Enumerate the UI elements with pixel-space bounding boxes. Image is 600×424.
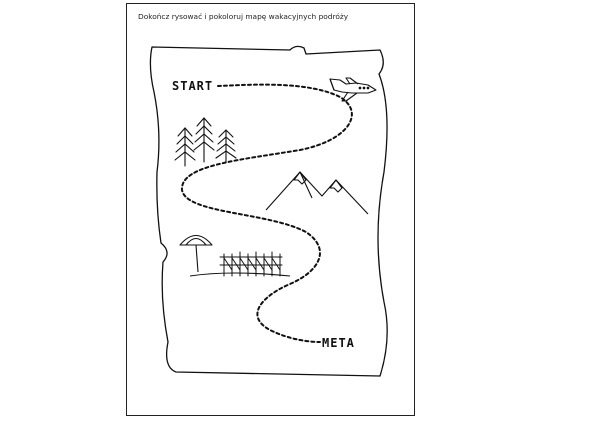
mountain-icon bbox=[265, 171, 369, 215]
worksheet-page bbox=[126, 3, 415, 416]
dashed-trail bbox=[180, 83, 353, 343]
pine-tree-icon bbox=[193, 117, 215, 163]
airplane-icon bbox=[329, 77, 377, 102]
beach-umbrella-icon bbox=[179, 234, 213, 273]
finish-label: META bbox=[322, 336, 355, 350]
instruction-text: Dokończ rysować i pokoloruj mapę wakacyj… bbox=[138, 12, 349, 21]
fence-icon bbox=[219, 251, 283, 277]
beach-ground-line bbox=[189, 272, 291, 277]
start-label: START bbox=[172, 79, 214, 93]
pine-tree-icon bbox=[215, 129, 237, 163]
pine-tree-icon bbox=[174, 127, 196, 167]
map-paper-outline bbox=[149, 45, 388, 377]
